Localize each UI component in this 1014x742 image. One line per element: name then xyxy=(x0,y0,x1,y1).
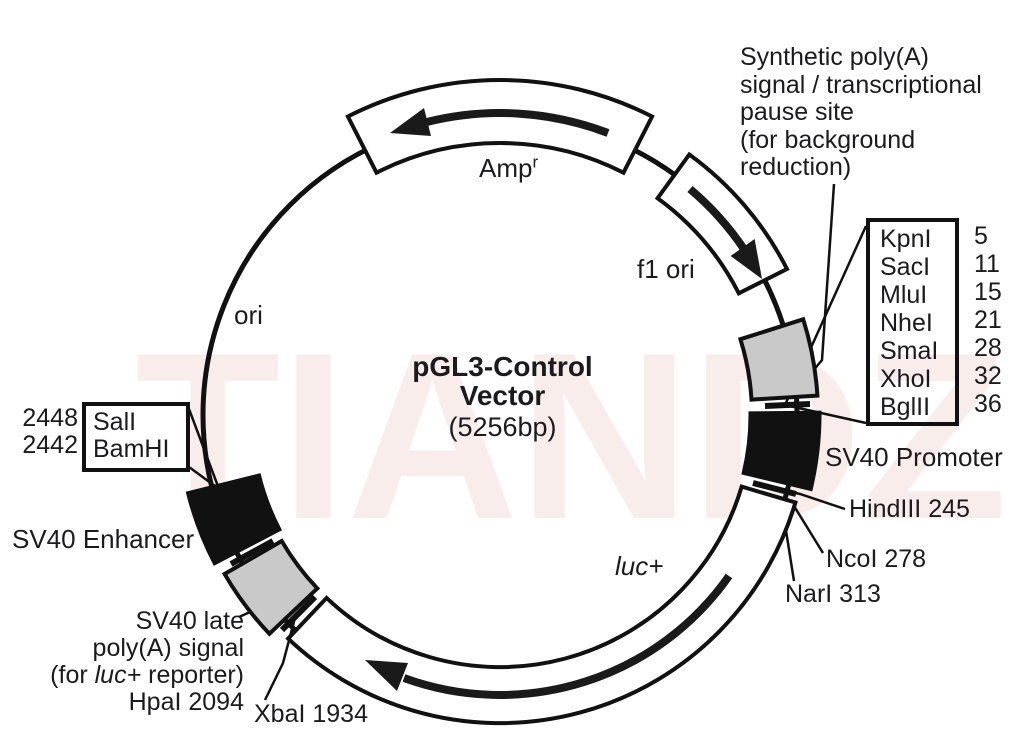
salbam-leader-line-top xyxy=(187,408,221,490)
mcs-enzyme: XhoI xyxy=(880,365,932,393)
mcs-position: 5 xyxy=(974,222,988,250)
mcs-enzyme: NheI xyxy=(880,309,933,337)
f1-arrowhead-icon xyxy=(730,239,762,279)
sv40-promoter-segment xyxy=(741,410,822,492)
mcs-leader-line-bottom xyxy=(784,403,867,425)
luc-gene-arc xyxy=(285,484,798,726)
plasmid-name-line1: pGL3-Control xyxy=(412,351,593,382)
amp-gene-arc xyxy=(345,78,655,176)
late-polya-annotation: SV40 late poly(A) signal (for luc+ repor… xyxy=(28,608,244,716)
tick-xbai xyxy=(279,594,318,633)
luc-gene-reference: luc+ xyxy=(94,661,142,689)
plasmid-name-line2: Vector xyxy=(459,380,546,411)
synthetic-polya-segment xyxy=(737,316,820,402)
mcs-enzyme: SacI xyxy=(880,253,931,281)
amp-gene-label: Ampr xyxy=(479,152,539,183)
amp-direction-arrow xyxy=(426,109,610,137)
sali-position: 2448 xyxy=(22,404,78,432)
sv40-promoter-label: SV40 Promoter xyxy=(825,442,1003,472)
sv40-late-polya-segment xyxy=(221,538,321,637)
mcs-position: 11 xyxy=(974,250,1000,278)
salbam-enzyme-box: SalI BamHI xyxy=(82,402,190,472)
sv40-enhancer-label: SV40 Enhancer xyxy=(12,524,195,554)
luc-arrowhead-icon xyxy=(365,660,408,691)
amp-superscript: r xyxy=(532,152,539,172)
watermark: TIANDZ xyxy=(135,304,1008,569)
mcs-enzyme: BglII xyxy=(880,393,931,421)
plasmid-size: (5256bp) xyxy=(448,412,557,442)
ncoi-leader-line xyxy=(792,505,825,554)
mcs-position-column: 5 11 15 21 28 32 36 xyxy=(974,222,1002,418)
synthetic-polya-annotation: Synthetic poly(A) signal / transcription… xyxy=(740,43,982,181)
f1-ori-label: f1 ori xyxy=(637,254,695,284)
xbai-site-label: XbaI 1934 xyxy=(254,700,368,728)
ncoi-site-label: NcoI 278 xyxy=(826,545,927,573)
mcs-enzyme-box: KpnI SacI MluI NheI SmaI XhoI BglII xyxy=(866,218,959,426)
plasmid-title: pGL3-Control Vector (5256bp) xyxy=(385,352,620,442)
xbai-leader-line xyxy=(263,613,298,701)
mcs-position: 15 xyxy=(974,278,1002,306)
hindiii-site-label: HindIII 245 xyxy=(849,495,970,523)
ori-label: ori xyxy=(234,300,263,330)
mcs-enzyme: KpnI xyxy=(880,225,932,253)
mcs-position: 28 xyxy=(974,334,1002,362)
synthetic-polya-leader-line xyxy=(811,183,836,373)
hpai-site-label: HpaI 2094 xyxy=(128,688,244,716)
sali-enzyme: SalI xyxy=(93,408,137,436)
f1-direction-arrow xyxy=(687,185,748,253)
hindiii-leader-line xyxy=(778,487,846,511)
nari-site-label: NarI 313 xyxy=(785,580,881,608)
luc-direction-arrow xyxy=(402,573,733,699)
mcs-position: 32 xyxy=(974,362,1002,390)
mcs-position: 36 xyxy=(974,390,1002,418)
bamhi-position: 2442 xyxy=(22,431,78,459)
luc-gene-label: luc+ xyxy=(615,551,664,581)
mcs-enzyme: MluI xyxy=(880,281,928,309)
bamhi-enzyme: BamHI xyxy=(93,435,170,463)
mcs-position: 21 xyxy=(974,306,1002,334)
amp-arrowhead-icon xyxy=(390,108,431,136)
sv40-enhancer-segment xyxy=(185,473,283,566)
mcs-enzyme: SmaI xyxy=(880,337,939,365)
tick-enhancer-polya xyxy=(229,538,275,567)
salbam-position-column: 2448 2442 xyxy=(12,405,78,459)
